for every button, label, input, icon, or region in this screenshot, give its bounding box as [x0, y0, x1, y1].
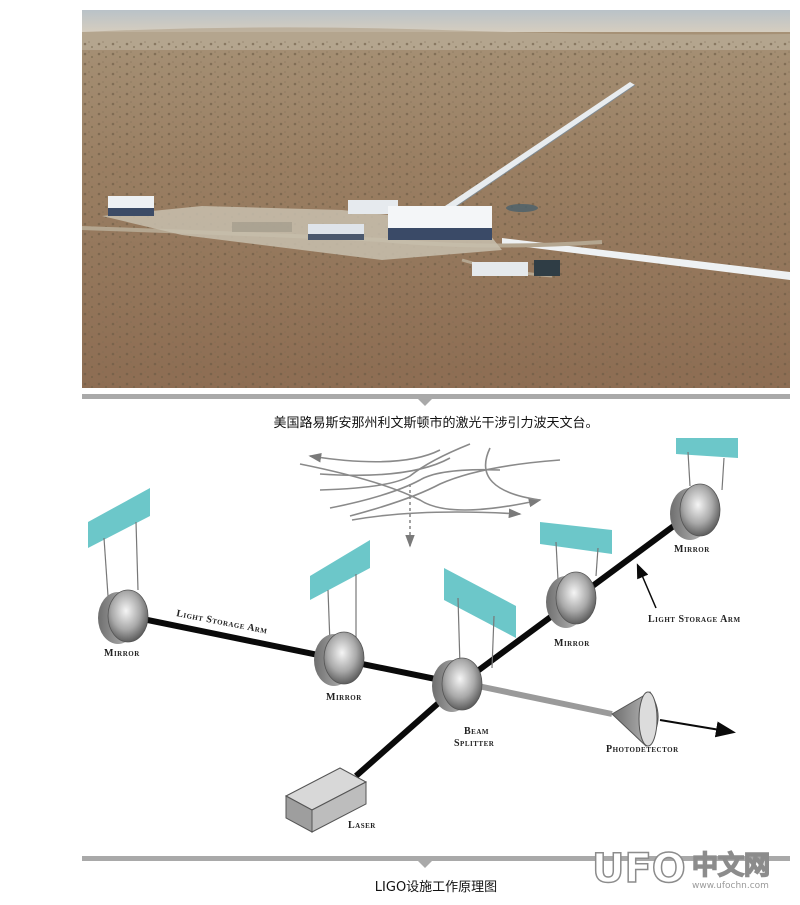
gravitational-wave-lines	[299, 443, 561, 548]
diagram-caption: LIGO设施工作原理图	[374, 880, 498, 895]
site-watermark: UFO 中文网 www.ufochn.com	[588, 838, 793, 900]
panel-near-left	[310, 540, 370, 600]
output-beam	[477, 683, 613, 717]
label-photodetector: Photodetector	[606, 744, 679, 755]
photodetector-face	[638, 691, 658, 747]
ligo-principle-diagram: Light Storage Arm Light Storage Arm Mirr…	[0, 430, 800, 850]
label-mirror-far-right: Mirror	[674, 544, 710, 555]
suspension-wires	[103, 451, 725, 669]
left-arm-beam	[127, 613, 461, 687]
diagram-caption-divider	[82, 856, 790, 868]
panel-far-left	[88, 488, 150, 548]
beam-splitter	[432, 657, 483, 712]
label-beam: Beam	[464, 726, 489, 737]
divider-notch	[417, 860, 433, 868]
observatory-aerial-photo	[82, 10, 790, 388]
panel-near-right	[540, 522, 612, 554]
mirror-far-right	[670, 483, 721, 540]
photo-caption-divider	[82, 394, 790, 406]
laser-box	[284, 767, 368, 833]
watermark-brand-main: UFO	[592, 846, 686, 892]
detector-signal-arrow	[659, 719, 736, 738]
photo-caption: 美国路易斯安那州利文斯顿市的激光干涉引力波天文台。	[273, 416, 599, 431]
divider-notch	[417, 398, 433, 406]
label-mirror-near-right: Mirror	[554, 638, 590, 649]
mirror-near-right	[546, 571, 597, 628]
panel-beam-splitter	[444, 568, 516, 638]
label-mirror-near-left: Mirror	[326, 692, 362, 703]
suspension-panels	[88, 438, 738, 638]
label-light-storage-arm-right: Light Storage Arm	[648, 614, 741, 625]
label-mirror-far-left: Mirror	[104, 648, 140, 659]
mirror-near-left	[314, 631, 365, 686]
label-laser: Laser	[348, 820, 376, 831]
mirror-far-left	[98, 589, 149, 644]
watermark-brand-cn: 中文网	[692, 850, 770, 881]
watermark-url: www.ufochn.com	[692, 881, 769, 891]
label-splitter: Splitter	[454, 738, 495, 749]
panel-far-right	[676, 438, 738, 458]
arm-label-pointer	[636, 563, 657, 609]
